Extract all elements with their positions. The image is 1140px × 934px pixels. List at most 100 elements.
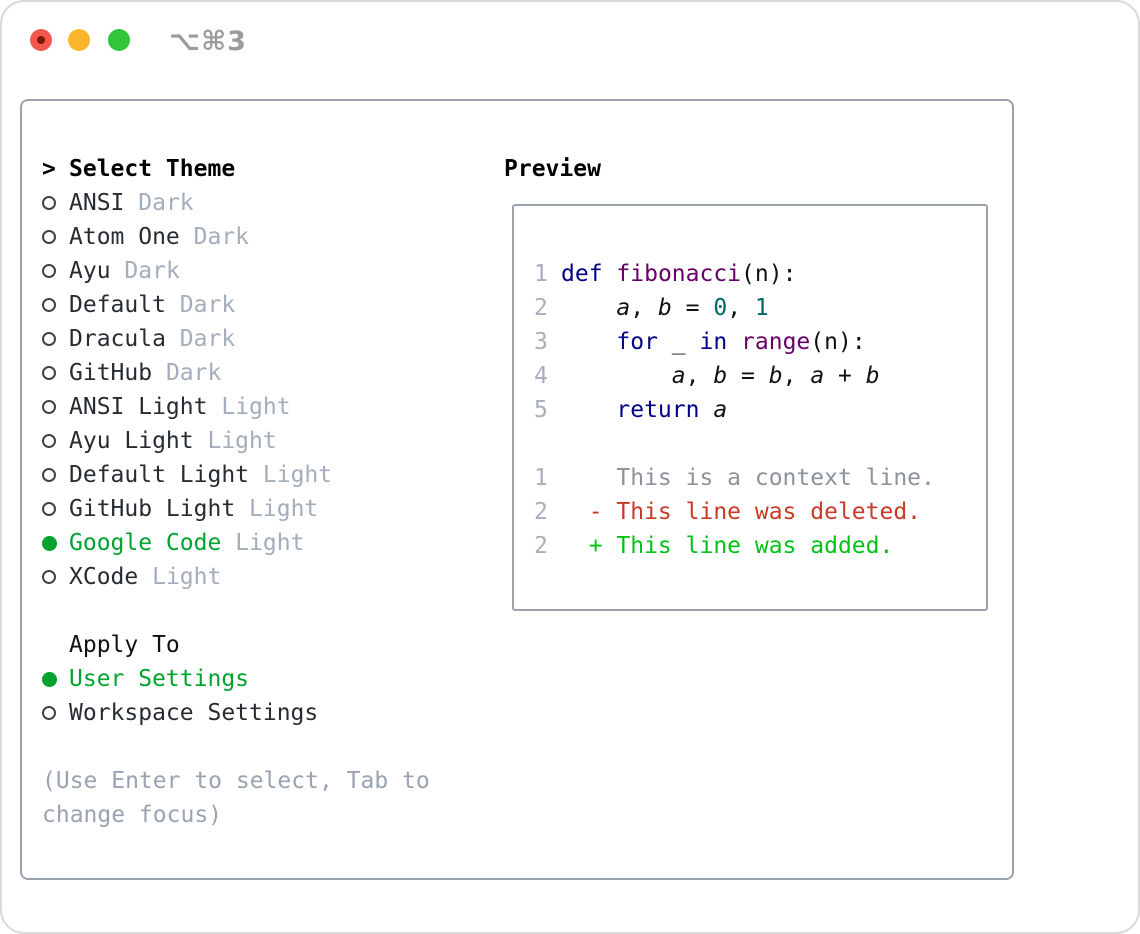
line-number: 3 (534, 329, 548, 355)
theme-variant: Light (235, 530, 305, 556)
code-token-plain: , (782, 363, 811, 389)
theme-item-github-light[interactable]: GitHub Light Light (42, 492, 482, 526)
radio-icon (42, 560, 69, 594)
theme-variant: Dark (179, 326, 236, 352)
code-token-plain (699, 397, 713, 423)
code-text: def fibonacci(n): (561, 257, 796, 291)
theme-item-ansi-light[interactable]: ANSI Light Light (42, 390, 482, 424)
theme-name: XCode (69, 564, 139, 590)
radio-icon (42, 220, 69, 254)
code-token-var: b (865, 363, 880, 389)
theme-name: ANSI Light (69, 394, 208, 420)
theme-item-ayu[interactable]: Ayu Dark (42, 254, 482, 288)
code-token-kw: def (561, 261, 603, 287)
spacer (249, 458, 263, 492)
code-token-var: b (713, 363, 728, 389)
radio-circle (42, 570, 56, 584)
close-button[interactable] (30, 29, 52, 51)
titlebar: ⌥⌘3 (2, 2, 1138, 72)
radio-icon (42, 356, 69, 390)
theme-variant: Dark (138, 190, 194, 216)
apply-option-workspace-settings[interactable]: Workspace Settings (42, 696, 482, 730)
close-button-dot (37, 36, 45, 44)
theme-variant: Light (152, 564, 222, 590)
code-token-var: a (616, 295, 631, 321)
radio-icon (42, 458, 69, 492)
line-number: 2 (534, 295, 548, 321)
theme-item-ayu-light[interactable]: Ayu Light Light (42, 424, 482, 458)
zoom-button[interactable] (108, 29, 130, 51)
radio-circle (42, 468, 56, 482)
code-text: + This line was added. (561, 529, 894, 563)
code-line: 5 return a (534, 393, 986, 427)
code-text: This is a context line. (561, 461, 935, 495)
theme-variant: Dark (124, 258, 180, 284)
code-token-plain: = (671, 295, 714, 321)
radio-circle (42, 434, 56, 448)
spacer (138, 560, 152, 594)
code-token-plain: _ (657, 329, 700, 355)
apply-to-header: Apply To (42, 628, 482, 662)
code-text: a, b = b, a + b (561, 359, 880, 393)
code-token-plain (561, 397, 616, 423)
code-token-var: a (713, 397, 728, 423)
preview-title: Preview (504, 156, 601, 182)
theme-item-default-light[interactable]: Default Light Light (42, 458, 482, 492)
spacer (152, 356, 166, 390)
line-number (534, 427, 561, 461)
minimize-button[interactable] (68, 29, 90, 51)
code-token-kw: in (699, 329, 728, 355)
theme-name: Dracula (69, 326, 166, 352)
radio-circle (42, 400, 56, 414)
theme-variant: Light (249, 496, 319, 522)
code-token-plain (561, 295, 616, 321)
code-token-kw: return (616, 397, 700, 423)
code-token-plain (561, 363, 672, 389)
radio-icon (42, 424, 69, 458)
code-token-plain: , (685, 363, 714, 389)
radio-icon (42, 696, 69, 730)
radio-icon (42, 254, 69, 288)
radio-icon (42, 322, 69, 356)
code-token-plain: + (824, 363, 866, 389)
apply-to-marker-spacer (42, 628, 69, 662)
code-line: 2 + This line was added. (534, 529, 986, 563)
theme-name: GitHub Light (69, 496, 236, 522)
radio-dot (42, 671, 57, 687)
line-number: 1 (534, 261, 548, 287)
window-title: ⌥⌘3 (169, 26, 247, 57)
code-token-plain: , (630, 295, 658, 321)
code-token-plain: = (727, 363, 769, 389)
prompt-marker: > (42, 152, 69, 186)
theme-name: Google Code (69, 530, 222, 556)
code-text: return a (561, 393, 727, 427)
code-line: 2 a, b = 0, 1 (534, 291, 986, 325)
code-token-ctx: This is a context line. (561, 465, 935, 491)
theme-item-xcode[interactable]: XCode Light (42, 560, 482, 594)
code-token-plain (561, 329, 616, 355)
spacer (180, 220, 194, 254)
code-line: 1 def fibonacci(n): (534, 257, 986, 291)
theme-item-ansi[interactable]: ANSI Dark (42, 186, 482, 220)
code-token-plain: (n): (810, 329, 866, 355)
apply-option-user-settings[interactable]: User Settings (42, 662, 482, 696)
theme-item-dracula[interactable]: Dracula Dark (42, 322, 482, 356)
code-token-var: a (671, 363, 686, 389)
radio-selected-icon (42, 526, 69, 560)
theme-item-google-code[interactable]: Google Code Light (42, 526, 482, 560)
code-token-var: a (810, 363, 825, 389)
radio-icon (42, 288, 69, 322)
select-theme-title: Select Theme (69, 156, 236, 182)
theme-variant: Light (221, 394, 291, 420)
code-token-num: 1 (754, 295, 769, 321)
theme-item-github[interactable]: GitHub Dark (42, 356, 482, 390)
spacer (166, 288, 180, 322)
theme-item-default[interactable]: Default Dark (42, 288, 482, 322)
theme-item-atom-one[interactable]: Atom One Dark (42, 220, 482, 254)
code-token-plain (603, 261, 617, 287)
code-token-fn: range (741, 329, 811, 355)
